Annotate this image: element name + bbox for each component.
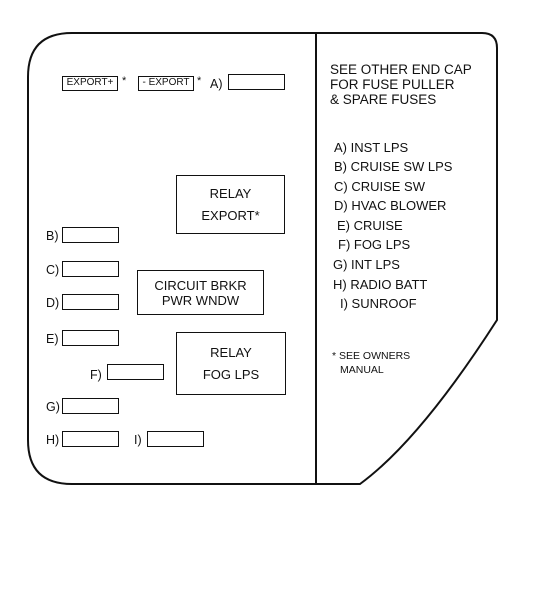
legend-item: B) CRUISE SW LPS xyxy=(334,159,453,174)
export-plus-tag: EXPORT+ xyxy=(62,76,118,91)
circuit-breaker-line2: PWR WNDW xyxy=(161,292,240,308)
slot-f-label: F) xyxy=(90,368,102,382)
legend-item: E) CRUISE xyxy=(337,218,403,233)
fuse-block-border xyxy=(27,32,498,485)
slot-b-label: B) xyxy=(46,229,59,243)
relay-fog-line2: FOG LPS xyxy=(202,366,260,382)
export-minus-tag: - EXPORT xyxy=(138,76,194,91)
fuse-slot-d xyxy=(62,294,119,310)
legend-item: A) INST LPS xyxy=(334,140,409,155)
legend-item: G) INT LPS xyxy=(333,257,400,272)
slot-d-label: D) xyxy=(46,296,60,310)
relay-fog-line1: RELAY xyxy=(210,344,252,360)
legend-item: I) SUNROOF xyxy=(340,296,417,311)
legend-item: D) HVAC BLOWER xyxy=(334,198,447,213)
circuit-breaker-line1: CIRCUIT BRKR xyxy=(154,277,247,293)
legend-item: H) RADIO BATT xyxy=(333,277,428,292)
fuse-slot-e xyxy=(62,330,119,346)
fuse-slot-a xyxy=(228,74,285,90)
legend-item: C) CRUISE SW xyxy=(334,179,425,194)
relay-export-line2: EXPORT* xyxy=(201,207,260,223)
circuit-breaker-box: CIRCUIT BRKR PWR WNDW xyxy=(137,270,264,315)
relay-export-line1: RELAY xyxy=(209,185,252,201)
side-note-line3: & SPARE FUSES xyxy=(330,92,437,107)
export-plus-asterisk: * xyxy=(122,75,127,87)
slot-e-label: E) xyxy=(46,332,59,346)
owners-note-line1: * SEE OWNERS xyxy=(332,350,411,362)
fuse-slot-h xyxy=(62,431,119,447)
slot-a-label: A) xyxy=(210,77,223,91)
legend-item: F) FOG LPS xyxy=(338,237,411,252)
slot-i-label: I) xyxy=(134,433,142,447)
owners-note-line2: MANUAL xyxy=(340,364,384,376)
fuse-slot-f xyxy=(107,364,164,380)
relay-export-box: RELAY EXPORT* xyxy=(176,175,285,234)
fuse-slot-c xyxy=(62,261,119,277)
fuse-slot-g xyxy=(62,398,119,414)
side-note-line1: SEE OTHER END CAP xyxy=(330,62,472,77)
side-note-line2: FOR FUSE PULLER xyxy=(330,77,455,92)
slot-c-label: C) xyxy=(46,263,60,277)
slot-h-label: H) xyxy=(46,433,60,447)
export-minus-asterisk: * xyxy=(197,75,202,87)
owners-note: * SEE OWNERS MANUAL xyxy=(332,349,410,377)
fuse-slot-i xyxy=(147,431,204,447)
slot-g-label: G) xyxy=(46,400,60,414)
side-note: SEE OTHER END CAP FOR FUSE PULLER & SPAR… xyxy=(330,62,472,107)
relay-fog-box: RELAY FOG LPS xyxy=(176,332,286,395)
fuse-slot-b xyxy=(62,227,119,243)
